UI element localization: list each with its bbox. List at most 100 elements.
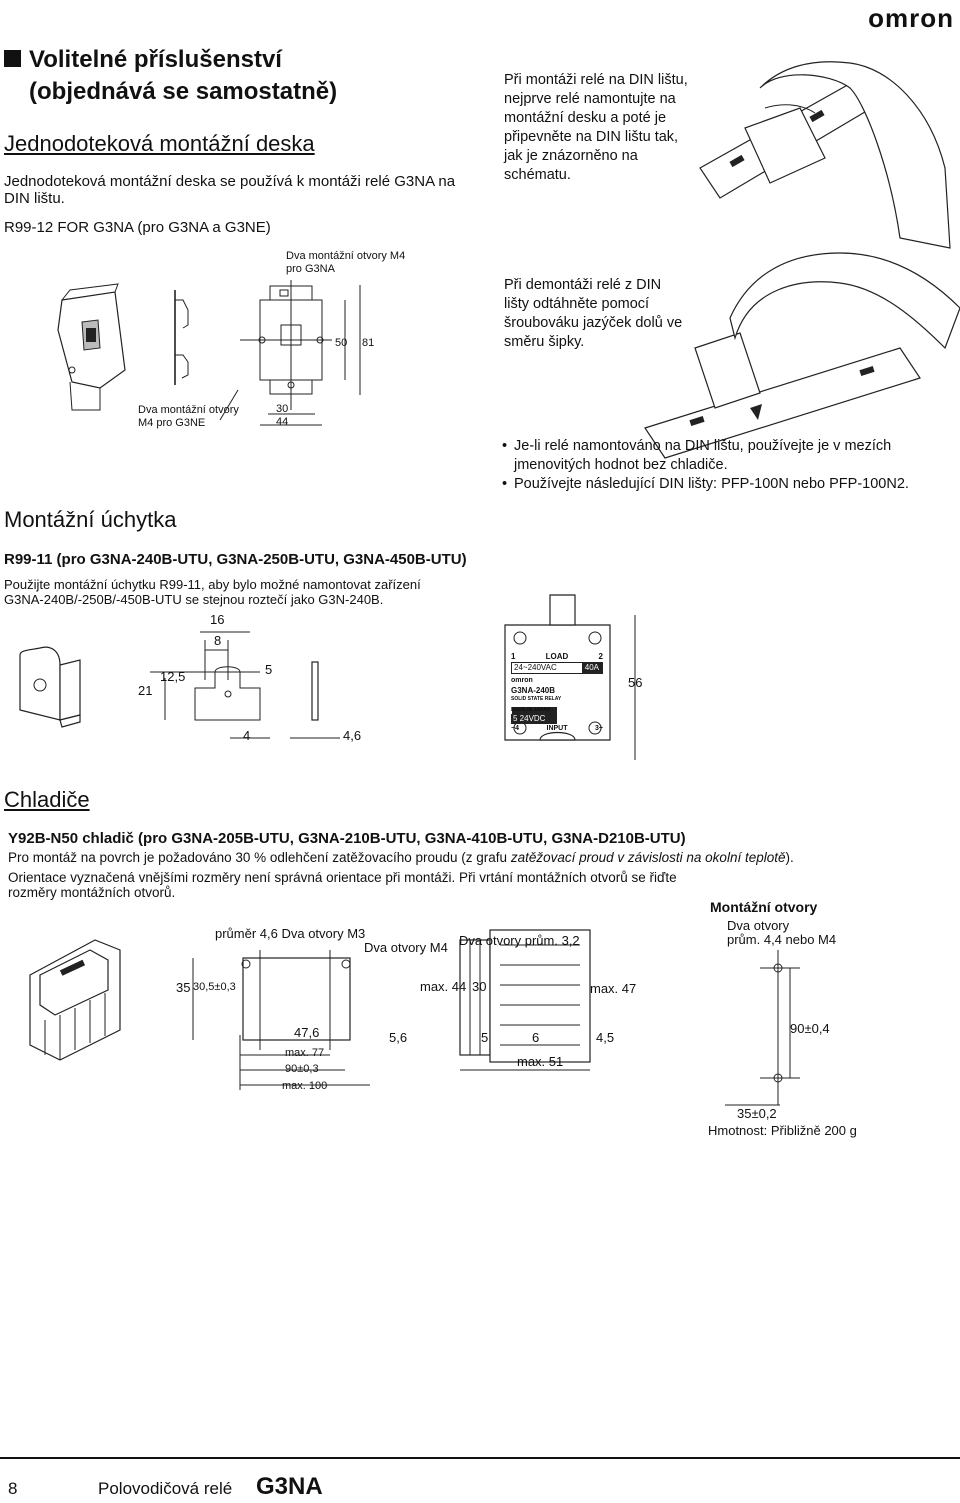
dim-max77: max. 77 — [285, 1047, 325, 1059]
mount-instructions: Při montáži relé na DIN lištu, nejprve r… — [504, 71, 688, 185]
dim-16: 16 — [210, 612, 225, 627]
section-title: Volitelné příslušenství — [4, 45, 282, 75]
dim-30b: 30 — [472, 979, 487, 994]
note-plain: Pro montáž na povrch je požadováno 30 % … — [8, 850, 511, 865]
fig-label-top-line1: Dva montážní otvory M4 — [286, 250, 406, 262]
section-title-line1: Volitelné příslušenství — [29, 46, 282, 73]
heatsink-front-figure — [192, 950, 370, 1090]
dim-max47: max. 47 — [590, 981, 637, 996]
intro-text-line2: DIN lištu. — [4, 190, 65, 207]
bracket-front-figure — [150, 631, 270, 739]
usage-note-text: jmenovitých hodnot bez chladiče. — [514, 457, 728, 473]
intro-text-line1: Jednodoteková montážní deska se používá … — [4, 173, 456, 190]
dim-44: 44 — [276, 416, 289, 428]
subsection-title: Jednodoteková montážní deska — [4, 131, 315, 156]
section2-desc-line1: Použijte montážní úchytku R99-11, aby by… — [4, 577, 421, 592]
usage-note-text: Je-li relé namontováno na DIN lištu, pou… — [514, 438, 892, 454]
input-label: INPUT — [546, 725, 568, 732]
relay-model: G3NA-240B — [511, 686, 556, 695]
footer-divider — [0, 1457, 960, 1459]
din-rail-illustrations — [644, 61, 960, 459]
weight-text: Hmotnost: Přibližně 200 g — [708, 1123, 857, 1138]
terminal-3: 3+ — [595, 725, 603, 732]
usage-notes-list: Je-li relé namontováno na DIN lištu, pou… — [500, 437, 950, 494]
dim-4-5: 4,5 — [596, 1030, 615, 1045]
mount-hand-illustration — [699, 61, 951, 249]
relay-made: MADE IN JAPAN — [511, 707, 551, 713]
relay-load-row: 1 LOAD 2 — [511, 652, 603, 662]
mounting-plate-drawings — [57, 280, 361, 426]
usage-note-text: Používejte následující DIN lišty: PFP-10… — [514, 476, 909, 492]
dim-5b: 5 — [481, 1030, 489, 1045]
dim-81: 81 — [362, 337, 375, 349]
bracket-isometric-figure — [19, 646, 81, 728]
dim-30-5: 30,5±0,3 — [193, 981, 236, 993]
relay-dc-rating: 5 24VDC — [511, 714, 557, 724]
section3-note-line1: Pro montáž na povrch je požadováno 30 % … — [8, 849, 794, 866]
fig-label-bottom-line2: M4 pro G3NE — [138, 417, 206, 429]
relay-type: SOLID STATE RELAY — [511, 696, 562, 702]
fig-label-bottom-line1: Dva montážní otvory — [138, 404, 239, 416]
label-two-m4: Dva otvory M4 — [364, 940, 448, 955]
dim-6: 6 — [532, 1030, 540, 1045]
model-heading: R99-12 FOR G3NA (pro G3NA a G3NE) — [4, 219, 271, 236]
load-label: LOAD — [545, 652, 569, 661]
relay-rating-box: 24~240VAC 40A — [511, 662, 603, 674]
relay-brand: omron — [511, 677, 533, 684]
dim-max51: max. 51 — [517, 1054, 564, 1069]
label-dia46: průměr 4,6 Dva otvory M3 — [215, 926, 366, 941]
footer-model: G3NA — [256, 1473, 323, 1500]
section3-title: Chladiče — [4, 787, 90, 812]
mount-text-line: připevněte na DIN lištu tak, — [504, 129, 679, 145]
dim-8: 8 — [214, 633, 222, 648]
dim-5: 5 — [265, 662, 273, 677]
dim-max44: max. 44 — [420, 979, 467, 994]
dim-21: 21 — [138, 683, 153, 698]
mount-text-line: schématu. — [504, 167, 571, 183]
usage-note: Je-li relé namontováno na DIN lištu, pou… — [500, 437, 950, 475]
amps-text: 40A — [581, 663, 602, 673]
plate-front-figure — [219, 280, 361, 426]
terminal-1: 1 — [511, 652, 516, 661]
dismount-text-line: směru šipky. — [504, 334, 585, 350]
fig-label-top-line2: pro G3NA — [286, 263, 335, 275]
dim-35-2: 35±0,2 — [737, 1106, 777, 1121]
mount-holes-title: Montážní otvory — [710, 899, 818, 915]
heatsink-drawings — [29, 929, 800, 1106]
dim-35: 35 — [176, 980, 191, 995]
omron-logo: omron — [868, 3, 954, 33]
relay-input-row: −4 INPUT 3+ — [511, 724, 603, 734]
dismount-text-line: šroubováku jazýček dolů ve — [504, 315, 683, 331]
label-two-dia32: Dva otvory prům. 3,2 — [459, 933, 580, 948]
section3-note-line2: Orientace vyznačená vnějšími rozměry nen… — [8, 870, 677, 885]
note-end: ). — [785, 850, 794, 865]
dim-90-4: 90±0,4 — [790, 1021, 830, 1036]
mount-text-line: jak je znázorněno na — [504, 148, 638, 164]
square-bullet-icon — [4, 50, 21, 67]
plate-side-figure — [174, 290, 189, 385]
dim-56: 56 — [628, 675, 643, 690]
relay-label: 1 LOAD 2 24~240VAC 40A omron G3NA-240B S… — [511, 652, 603, 734]
section-title-line2: (objednává se samostatně) — [29, 78, 338, 105]
dim-max100: max. 100 — [282, 1080, 328, 1092]
note-italic: zatěžovací proud v závislosti na okolní … — [510, 850, 786, 865]
dim-5-6: 5,6 — [389, 1030, 408, 1045]
page-number: 8 — [8, 1479, 18, 1498]
bracket-side-figure — [290, 661, 340, 739]
dim-4: 4 — [243, 728, 251, 743]
footer-title: Polovodičová relé — [98, 1479, 233, 1498]
dim-47-6: 47,6 — [294, 1025, 320, 1040]
heatsink-side-figure — [459, 929, 591, 1071]
plate-isometric-figure — [57, 283, 126, 411]
dismount-text-line: Při demontáži relé z DIN — [504, 277, 662, 293]
dim-12-5: 12,5 — [160, 669, 186, 684]
terminal-2: 2 — [598, 652, 603, 661]
dismount-instructions: Při demontáži relé z DIN lišty odtáhněte… — [504, 276, 682, 352]
terminal-4: −4 — [511, 725, 519, 732]
mount-text-line: Při montáži relé na DIN lištu, — [504, 72, 688, 88]
mount-holes-line1: Dva otvory — [727, 918, 790, 933]
mount-text-line: montážní desku a poté je — [504, 110, 667, 126]
dim-4-6: 4,6 — [343, 728, 362, 743]
mount-text-line: nejprve relé namontujte na — [504, 91, 676, 107]
section3-model: Y92B-N50 chladič (pro G3NA-205B-UTU, G3N… — [8, 830, 686, 847]
